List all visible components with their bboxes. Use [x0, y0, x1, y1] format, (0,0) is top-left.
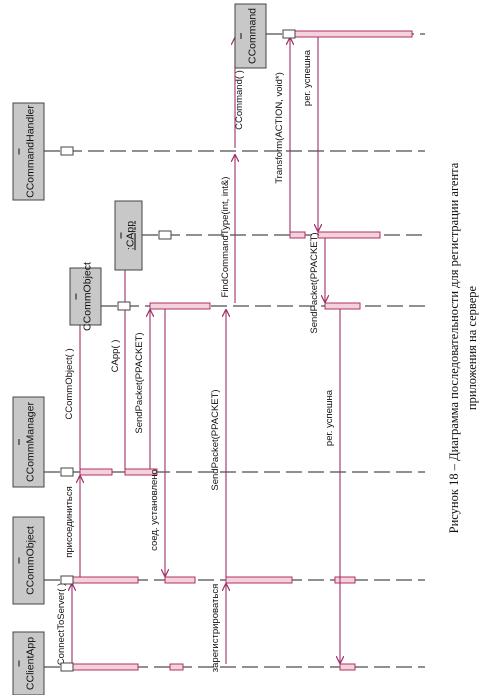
message-label-ccommand-ctor: CCommand( ) [234, 70, 245, 130]
lifeline-label-capp: :CApp [125, 221, 137, 250]
message-label-zaregistrirovatsya: зарегистрироваться [210, 584, 221, 672]
lifeline-label-ccommand: CCommand [247, 8, 259, 64]
lifeline-port-comm-object-2 [117, 301, 131, 311]
lifeline-port-client-app [60, 662, 74, 672]
lifeline-port-ccommand [282, 29, 296, 39]
lifeline-label-comm-object-2: CCommObject [82, 262, 94, 331]
activation-bar [164, 576, 196, 584]
activation-bar [124, 468, 158, 476]
lifeline-head-comm-object [12, 516, 45, 605]
activation-bar [289, 231, 306, 239]
lifeline-port-comm-object [60, 575, 74, 585]
lifeline-head-comm-manager [12, 396, 45, 488]
lifeline-port-capp [158, 230, 172, 240]
activation-bar [169, 663, 184, 671]
activation-bar [79, 468, 113, 476]
lifeline-label-client-app: CClientApp [25, 637, 37, 690]
message-label-prisoedinitsya: присоединиться [64, 486, 75, 558]
caption-line-2: приложения на сервере [465, 285, 479, 410]
activation-bar [324, 302, 361, 310]
messages: ConnectToServer( ) присоединиться CCommObj… [56, 37, 340, 672]
activation-bar [149, 302, 211, 310]
message-label-find-command-type: FindCommandType(int, int&) [220, 177, 231, 298]
message-label-sendpacket-2: SendPacket(PPACKET) [210, 389, 221, 490]
activation-bar [339, 663, 356, 671]
message-label-soed-ustanovleno: соед. установлено [149, 469, 160, 551]
activation-bar [334, 576, 356, 584]
message-label-ccommobject-ctor: CCommObject( ) [64, 348, 75, 419]
message-label-transform: Transform(ACTION, void*) [274, 72, 285, 184]
message-label-connect-to-server: ConnectToServer( ) [56, 583, 67, 665]
lifeline-label-comm-manager: CCommManager [25, 402, 37, 482]
message-label-sendpacket-1: SendPacket(PPACKET) [134, 332, 145, 433]
lifeline-heads: CClientAppCCommObjectCCommManagerCCommOb… [12, 3, 296, 695]
lifeline-port-command-handler [60, 146, 74, 156]
message-label-reg-uspeshna-1: рег. успешна [302, 49, 313, 106]
message-label-reg-uspeshna-2: рег. успешна [324, 389, 335, 446]
lifeline-port-comm-manager [60, 467, 74, 477]
lifeline-label-comm-object: CCommObject [25, 526, 37, 595]
lifeline-head-comm-object-2 [69, 267, 102, 326]
lifeline-head-capp [114, 200, 143, 271]
lifeline-head-client-app [12, 631, 45, 695]
caption-line-1: Рисунок 18 – Диаграмма последовательност… [447, 162, 461, 533]
lifeline-head-ccommand [234, 3, 267, 69]
activation-bar [225, 576, 293, 584]
lifeline-label-command-handler: CCommandHandler [25, 105, 37, 198]
activation-bar [317, 231, 381, 239]
message-label-sendpacket-3: SendPacket(PPACKET) [309, 232, 320, 333]
lifeline-head-command-handler [12, 102, 45, 201]
message-label-capp-ctor: CApp( ) [110, 340, 121, 373]
